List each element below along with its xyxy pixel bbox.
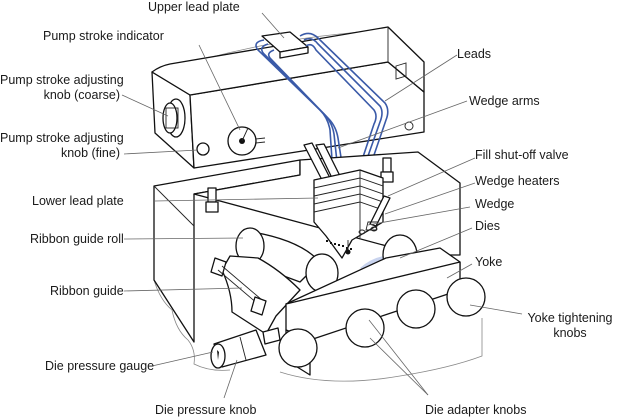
label-pump-knob-coarse-line1: Pump stroke adjusting — [0, 73, 124, 87]
knobs — [278, 277, 486, 382]
label-pump-knob-coarse-line2: knob (coarse) — [43, 88, 120, 102]
ribbon-guide — [210, 257, 267, 316]
fill-shutoff-valve — [365, 195, 391, 231]
label-ribbon-guide-roll: Ribbon guide roll — [30, 232, 124, 246]
label-wedge-arms: Wedge arms — [469, 94, 540, 108]
roller-assembly — [221, 227, 461, 376]
die-adapter-knob-mid — [345, 308, 385, 348]
die-pressure-gauge — [210, 327, 281, 369]
label-pump-knob-fine-line2: knob (fine) — [60, 146, 120, 160]
label-lower-lead-plate: Lower lead plate — [32, 194, 124, 208]
label-wedge: Wedge — [475, 197, 515, 211]
post-icon — [205, 187, 219, 213]
label-die-adapter-knobs: Die adapter knobs — [425, 403, 527, 417]
wedge-dots — [326, 240, 352, 250]
die-adapter-knob-left — [278, 328, 318, 368]
label-pump-knob-fine-line1: Pump stroke adjusting — [0, 131, 124, 145]
label-leads: Leads — [457, 47, 492, 61]
label-wedge-heaters: Wedge heaters — [475, 174, 560, 188]
label-yoke: Yoke — [475, 255, 503, 269]
label-ribbon-guide: Ribbon guide — [50, 284, 124, 298]
leader-lines — [121, 12, 523, 399]
switch-icon — [395, 62, 407, 80]
label-yoke-tightening-knobs-line1: Yoke tightening — [527, 311, 613, 325]
wedge-heater-block — [313, 169, 384, 259]
pump-stroke-indicator-dial — [227, 126, 266, 156]
pump-stroke-fine-knob — [196, 142, 210, 156]
pump-stroke-coarse-knob — [162, 98, 186, 138]
upper-lead-plate — [261, 31, 309, 59]
label-pump-stroke-indicator: Pump stroke indicator — [43, 29, 164, 43]
label-fill-shutoff-valve: Fill shut-off valve — [475, 148, 569, 162]
label-die-pressure-gauge: Die pressure gauge — [45, 359, 155, 373]
label-die-pressure-knob: Die pressure knob — [155, 403, 257, 417]
label-upper-lead-plate: Upper lead plate — [148, 0, 240, 14]
leads — [255, 32, 389, 191]
yoke-tightening-knob — [446, 277, 486, 317]
label-yoke-tightening-knobs-line2: knobs — [553, 326, 587, 340]
label-dies: Dies — [475, 219, 501, 233]
die-adapter-knob-right — [396, 289, 436, 329]
